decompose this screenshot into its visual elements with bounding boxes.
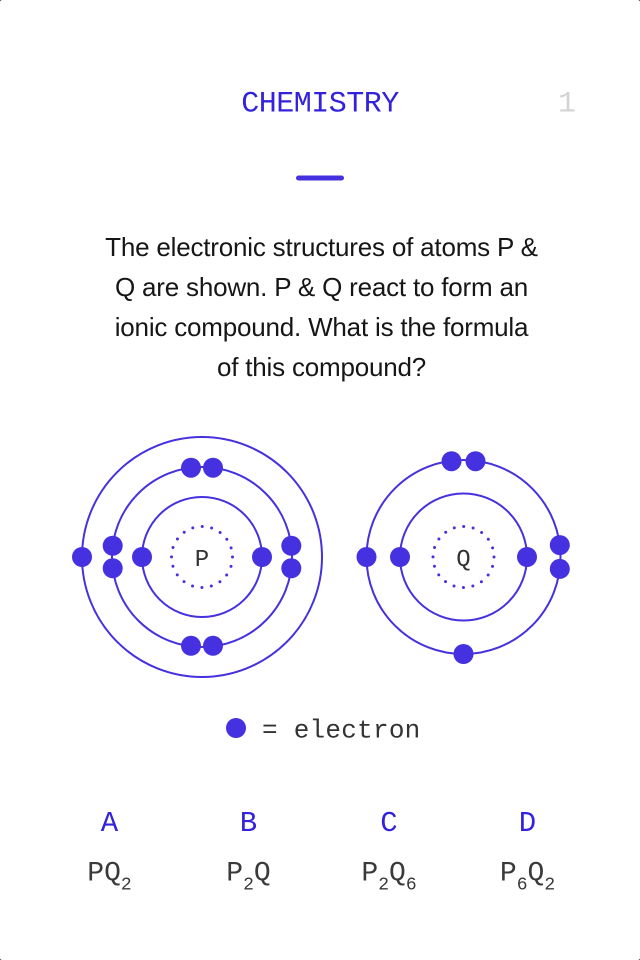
svg-text:= electron: = electron xyxy=(262,716,421,746)
svg-text:A: A xyxy=(101,807,119,840)
svg-text:CHEMISTRY: CHEMISTRY xyxy=(241,88,399,122)
svg-text:ionic compound. What is the fo: ionic compound. What is the formula xyxy=(115,312,529,342)
svg-text:of this compound?: of this compound? xyxy=(217,352,426,382)
svg-text:The electronic structures of a: The electronic structures of atoms P & xyxy=(105,232,538,262)
svg-text:Q: Q xyxy=(456,547,470,574)
svg-text:Q are shown. P & Q react to fo: Q are shown. P & Q react to form an xyxy=(115,272,528,302)
svg-text:B: B xyxy=(240,807,257,840)
svg-text:P: P xyxy=(195,547,209,574)
svg-text:D: D xyxy=(519,807,536,840)
svg-text:1: 1 xyxy=(558,88,576,122)
svg-text:P6Q2: P6Q2 xyxy=(500,859,555,896)
svg-text:P2Q6: P2Q6 xyxy=(361,859,416,896)
svg-text:PQ2: PQ2 xyxy=(87,859,131,896)
svg-text:P2Q: P2Q xyxy=(226,859,270,896)
svg-text:C: C xyxy=(380,807,397,840)
